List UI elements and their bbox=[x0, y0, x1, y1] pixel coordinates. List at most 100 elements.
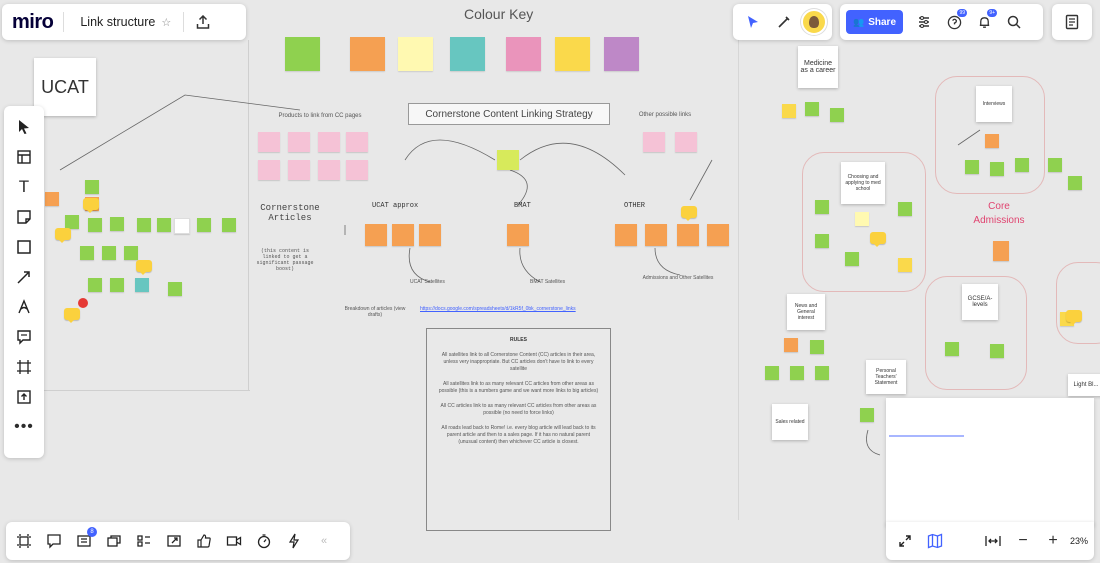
minimap[interactable] bbox=[886, 398, 1094, 526]
cc-article[interactable] bbox=[645, 224, 667, 246]
comment-bubble[interactable] bbox=[870, 232, 886, 247]
frames-icon[interactable] bbox=[9, 526, 39, 556]
cc-article[interactable] bbox=[615, 224, 637, 246]
key-pink[interactable] bbox=[506, 37, 541, 71]
ucat-sticky[interactable] bbox=[124, 246, 138, 260]
personal-teachers-card[interactable]: Personal Teachers' Statement bbox=[866, 360, 906, 394]
search-icon[interactable] bbox=[1001, 7, 1027, 37]
ucat-sticky[interactable] bbox=[168, 282, 182, 296]
interviews-card[interactable]: Interviews bbox=[976, 86, 1012, 122]
kanban-icon[interactable] bbox=[129, 526, 159, 556]
ucat-sticky[interactable] bbox=[135, 278, 149, 292]
ucat-sticky[interactable] bbox=[110, 217, 124, 231]
light-blue-card[interactable]: Light Bl... bbox=[1068, 374, 1100, 396]
comment-bubble[interactable] bbox=[681, 206, 697, 221]
interviews-sticky[interactable] bbox=[1015, 158, 1029, 172]
rules-card[interactable]: RULES All satellites link to all Corners… bbox=[426, 328, 611, 531]
sales-sticky[interactable] bbox=[860, 408, 874, 422]
ucat-sticky[interactable] bbox=[88, 278, 102, 292]
key-green[interactable] bbox=[285, 37, 320, 71]
reactions-icon[interactable] bbox=[769, 7, 799, 37]
gcse-sticky[interactable] bbox=[990, 344, 1004, 358]
upload-tool-icon[interactable] bbox=[6, 382, 42, 412]
interviews-sticky[interactable] bbox=[990, 162, 1004, 176]
expand-icon[interactable] bbox=[890, 526, 920, 556]
ucat-sticky[interactable] bbox=[80, 246, 94, 260]
comment-bubble[interactable] bbox=[64, 308, 80, 323]
select-tool-icon[interactable] bbox=[6, 112, 42, 142]
admissions-sticky[interactable] bbox=[993, 241, 1009, 261]
comment-bubble[interactable] bbox=[136, 260, 152, 275]
zoom-out-button[interactable]: − bbox=[1018, 532, 1028, 549]
key-gold[interactable] bbox=[555, 37, 590, 71]
zoom-in-button[interactable]: + bbox=[1048, 532, 1058, 549]
ucat-sticky[interactable] bbox=[88, 218, 102, 232]
ucat-sticky[interactable] bbox=[222, 218, 236, 232]
like-icon[interactable] bbox=[189, 526, 219, 556]
career-sticky[interactable] bbox=[805, 102, 819, 116]
upload-icon[interactable] bbox=[188, 7, 218, 37]
other-link-sticky[interactable] bbox=[675, 132, 697, 152]
product-sticky[interactable] bbox=[346, 132, 368, 152]
share-button[interactable]: 👥 Share bbox=[846, 10, 904, 34]
pen-tool-icon[interactable] bbox=[6, 292, 42, 322]
filter-icon[interactable] bbox=[911, 7, 937, 37]
video-call-icon[interactable] bbox=[219, 526, 249, 556]
product-sticky[interactable] bbox=[318, 132, 340, 152]
choosing-sticky[interactable] bbox=[815, 234, 829, 248]
ucat-sticky[interactable] bbox=[157, 218, 171, 232]
comment-tool-icon[interactable] bbox=[6, 322, 42, 352]
cc-article[interactable] bbox=[677, 224, 699, 246]
product-sticky[interactable] bbox=[258, 160, 280, 180]
career-sticky[interactable] bbox=[830, 108, 844, 122]
text-tool-icon[interactable]: T bbox=[18, 177, 30, 196]
minimap-viewport[interactable] bbox=[889, 435, 964, 437]
comment-bubble[interactable] bbox=[83, 198, 99, 213]
medicine-career-card[interactable]: Medicine as a career bbox=[798, 46, 838, 88]
key-orange[interactable] bbox=[350, 37, 385, 71]
news-sticky[interactable] bbox=[810, 340, 824, 354]
other-link-sticky[interactable] bbox=[643, 132, 665, 152]
ucat-sticky[interactable] bbox=[174, 218, 190, 234]
comments-panel-icon[interactable] bbox=[39, 526, 69, 556]
news-sticky[interactable] bbox=[765, 366, 779, 380]
apps-icon[interactable]: 8 bbox=[69, 526, 99, 556]
choosing-sticky[interactable] bbox=[898, 202, 912, 216]
product-sticky[interactable] bbox=[258, 132, 280, 152]
sales-related-card[interactable]: Sales related bbox=[772, 404, 808, 440]
product-sticky[interactable] bbox=[318, 160, 340, 180]
choosing-school-card[interactable]: Choosing and applying to med school bbox=[841, 162, 885, 204]
ucat-title-card[interactable]: UCAT bbox=[34, 58, 96, 116]
product-sticky[interactable] bbox=[346, 160, 368, 180]
news-interest-card[interactable]: News and General interest bbox=[787, 294, 825, 330]
collapse-toolbar-icon[interactable]: « bbox=[320, 535, 328, 547]
more-tools-icon[interactable]: ••• bbox=[14, 418, 34, 435]
cc-article[interactable] bbox=[707, 224, 729, 246]
strategy-title-box[interactable]: Cornerstone Content Linking Strategy bbox=[408, 103, 610, 125]
key-teal[interactable] bbox=[450, 37, 485, 71]
connection-line-icon[interactable] bbox=[6, 262, 42, 292]
product-sticky[interactable] bbox=[288, 160, 310, 180]
power-ups-icon[interactable] bbox=[279, 526, 309, 556]
ucat-sticky[interactable] bbox=[45, 192, 59, 206]
cc-article[interactable] bbox=[419, 224, 441, 246]
sticky-note-icon[interactable] bbox=[6, 202, 42, 232]
choosing-sticky[interactable] bbox=[855, 212, 869, 226]
choosing-sticky[interactable] bbox=[898, 258, 912, 272]
news-sticky[interactable] bbox=[784, 338, 798, 352]
frame-tool-icon[interactable] bbox=[6, 352, 42, 382]
interviews-sticky[interactable] bbox=[1068, 176, 1082, 190]
ucat-sticky[interactable] bbox=[102, 246, 116, 260]
board-title[interactable]: Link structure bbox=[80, 15, 156, 29]
ucat-sticky[interactable] bbox=[197, 218, 211, 232]
ucat-sticky[interactable] bbox=[85, 180, 99, 194]
bell-icon[interactable]: 9+ bbox=[971, 7, 998, 37]
templates-icon[interactable] bbox=[6, 142, 42, 172]
share-screen-icon[interactable] bbox=[159, 526, 189, 556]
minimap-toggle-icon[interactable] bbox=[920, 526, 950, 556]
career-sticky[interactable] bbox=[782, 104, 796, 118]
comment-bubble[interactable] bbox=[55, 228, 71, 243]
product-sticky[interactable] bbox=[288, 132, 310, 152]
miro-logo[interactable]: miro bbox=[12, 10, 54, 33]
